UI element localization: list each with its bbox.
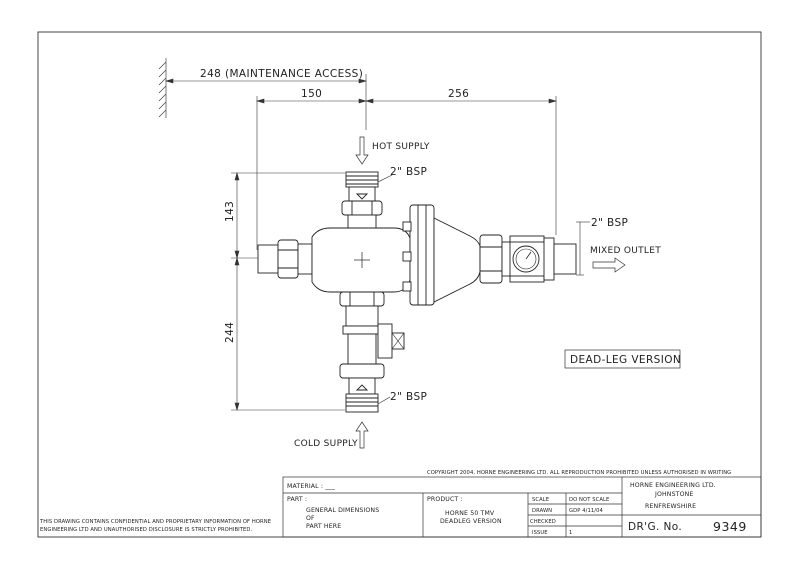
company-line-2: JOHNSTONE <box>654 491 693 498</box>
part-line-2: OF <box>306 515 315 522</box>
drawing-number: 9349 <box>713 519 747 534</box>
product-line-2: DEADLEG VERSION <box>440 518 502 525</box>
disclaimer-line-2: ENGINEERING LTD AND UNAUTHORISED DISCLOS… <box>40 527 253 533</box>
dim-left-offset: 150 <box>301 88 322 100</box>
company-line-1: HORNE ENGINEERING LTD. <box>630 482 716 489</box>
checked-label: CHECKED <box>530 519 556 525</box>
mixed-outlet-label: MIXED OUTLET <box>590 246 661 256</box>
part-line-3: PART HERE <box>306 523 341 530</box>
hot-supply-arrow <box>355 136 369 165</box>
wall-hatch <box>158 58 167 118</box>
issue-label: ISSUE <box>532 530 548 536</box>
part-line-1: GENERAL DIMENSIONS <box>306 507 379 514</box>
product-line-1: HORNE 50 TMV <box>445 510 495 517</box>
disclaimer-line-1: THIS DRAWING CONTAINS CONFIDENTIAL AND P… <box>39 519 271 525</box>
title-block <box>282 476 762 538</box>
material-field: MATERIAL : ___ <box>287 483 336 490</box>
dim-right-offset: 256 <box>448 88 469 100</box>
drawn-label: DRAWN <box>532 508 552 514</box>
company-line-3: RENFREWSHIRE <box>645 503 696 510</box>
cold-supply-label: COLD SUPPLY <box>294 439 358 449</box>
cold-supply-arrow <box>355 421 369 449</box>
valve-assembly <box>257 171 577 413</box>
mixed-outlet-arrow <box>592 257 626 273</box>
dim-maintenance-access: 248 (MAINTENANCE ACCESS) <box>200 68 363 80</box>
scale-value: DO NOT SCALE <box>569 497 609 503</box>
dead-leg-label: DEAD-LEG VERSION <box>570 354 681 366</box>
drawn-value: GDP 4/11/04 <box>569 508 603 514</box>
part-label: PART : <box>287 496 307 503</box>
issue-value: 1 <box>569 530 572 536</box>
dead-leg-box <box>564 349 681 369</box>
scale-label: SCALE <box>532 497 549 503</box>
drawing-number-label: DR'G. No. <box>628 521 682 533</box>
dimension-lines <box>164 74 558 412</box>
product-label: PRODUCT : <box>427 496 463 503</box>
bsp-bottom-label: 2" BSP <box>390 391 427 403</box>
bsp-top-label: 2" BSP <box>390 166 427 178</box>
dim-lower-height: 244 <box>224 322 236 343</box>
dim-upper-height: 143 <box>224 201 236 222</box>
bsp-right-label: 2" BSP <box>591 217 628 229</box>
hot-supply-label: HOT SUPPLY <box>372 142 430 152</box>
copyright-notice: COPYRIGHT 2004, HORNE ENGINEERING LTD. A… <box>427 470 731 476</box>
leader-lines <box>377 174 590 405</box>
